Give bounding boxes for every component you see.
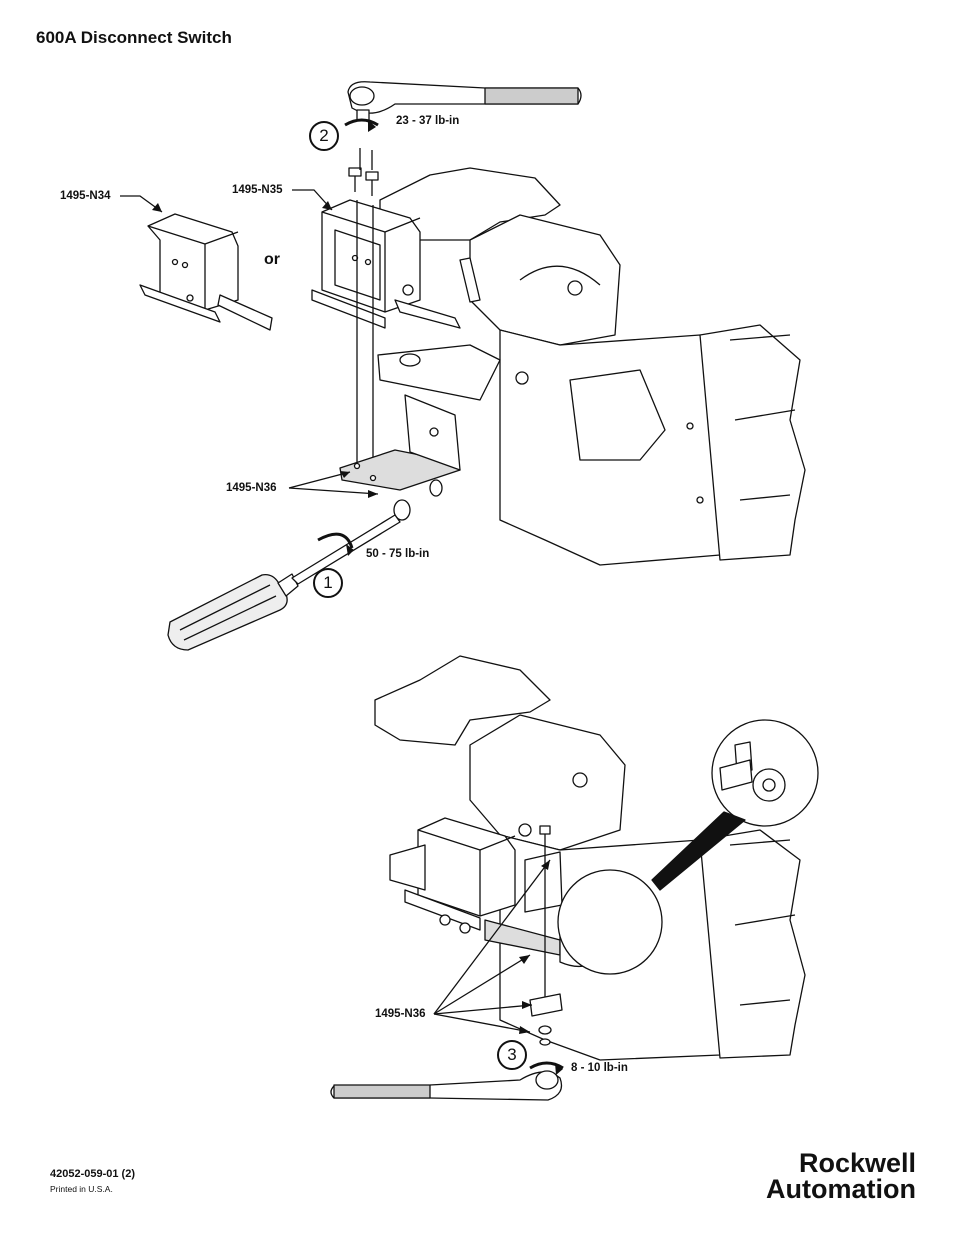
torque-label-step1: 50 - 75 lb-in <box>366 548 430 560</box>
part-label-n34: 1495-N34 <box>60 190 111 202</box>
step-number-1: 1 <box>313 568 343 598</box>
ratchet-wrench-top <box>344 81 582 127</box>
aux-contact-n34 <box>139 213 273 331</box>
arrow-heads <box>152 120 563 1075</box>
part-label-n35: 1495-N35 <box>232 184 283 196</box>
or-label: or <box>264 251 280 268</box>
bracket-n36-top <box>339 394 461 521</box>
logo-line-2: Automation <box>766 1174 916 1204</box>
torque-label-step3: 8 - 10 lb-in <box>571 1062 628 1074</box>
part-label-n36-top: 1495-N36 <box>226 482 277 494</box>
step-number-2: 2 <box>309 121 339 151</box>
ratchet-wrench-bottom <box>330 1061 564 1101</box>
page-title: 600A Disconnect Switch <box>36 28 232 47</box>
step-number-3: 3 <box>497 1040 527 1070</box>
leader-lines <box>120 189 551 1033</box>
document-number: 42052-059-01 (2) <box>50 1168 136 1180</box>
logo-line-1: Rockwell <box>798 1148 916 1178</box>
alignment-lines <box>356 148 374 478</box>
mounting-screws <box>348 167 379 196</box>
rockwell-automation-logo: Rockwell Automation <box>706 1148 916 1204</box>
screwdriver <box>167 514 401 651</box>
detail-magnifier <box>557 719 819 975</box>
aux-contact-n35 <box>311 199 461 329</box>
printed-note: Printed in U.S.A. <box>50 1184 113 1194</box>
switch-mechanism-top <box>377 167 806 566</box>
part-label-n36-bottom: 1495-N36 <box>375 1008 426 1020</box>
torque-label-step2: 23 - 37 lb-in <box>396 115 460 127</box>
